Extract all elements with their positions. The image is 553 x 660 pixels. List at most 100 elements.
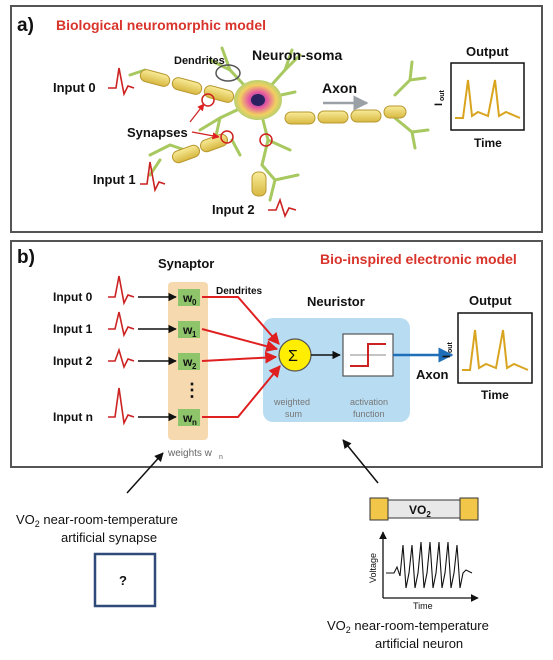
panel-a-title: Biological neuromorphic model (56, 17, 266, 33)
panel-b-label: b) (17, 247, 35, 268)
dendrite-arrows (201, 296, 281, 418)
weight-box (178, 353, 200, 370)
output-title: Output (469, 293, 512, 308)
input-spike-icon (140, 161, 166, 193)
axon-main-segments (284, 105, 407, 125)
synapse-circle (259, 133, 273, 147)
weight-box (178, 289, 200, 306)
input-spike-icon (108, 275, 135, 306)
axon-label: Axon (322, 80, 357, 96)
output-ylabel: I (441, 355, 453, 358)
input-label: Input 1 (53, 322, 93, 336)
weight-subscript: 2 (192, 362, 197, 371)
weight-symbol: w (182, 323, 193, 337)
dendrites-label: Dendrites (216, 286, 263, 297)
panel-a: a) Biological neuromorphic model (10, 5, 543, 233)
unknown-synapse-box (93, 552, 157, 608)
caption-subscript: 2 (35, 519, 40, 529)
weights: w 0 w 1 w 2 ⋮ w n (178, 289, 201, 427)
activation-label: function (353, 409, 385, 419)
output-frame (457, 312, 533, 384)
output-trace (455, 79, 521, 119)
output-title: Output (466, 44, 509, 59)
input-spike-icon (268, 197, 297, 219)
svg-text:VO2: VO2 (409, 503, 431, 519)
input-label: Input n (53, 410, 93, 424)
synapse-circle (220, 130, 234, 144)
caption-rest: near-room-temperature (40, 512, 178, 527)
voltage-ylabel: Voltage (368, 553, 378, 583)
dendrites-marker (215, 64, 241, 82)
output-xlabel: Time (474, 136, 502, 150)
caption-rest: near-room-temperature (351, 618, 489, 633)
input-spike-icon (108, 311, 135, 338)
input-spike-icon (108, 387, 135, 426)
panel-a-label: a) (17, 15, 34, 36)
input-spike-icon (108, 67, 135, 97)
soma-label: Neuron-soma (252, 47, 342, 63)
input-label: Input 2 (212, 202, 255, 217)
oscillation-trace (386, 541, 473, 589)
neuristor-label: Neuristor (307, 294, 365, 309)
unknown-mark: ? (119, 573, 127, 588)
input-label: Input 0 (53, 80, 96, 95)
device-label: VO (409, 503, 426, 517)
dendrites-label: Dendrites (174, 55, 225, 67)
time-xlabel: Time (413, 601, 433, 611)
nucleus (251, 94, 265, 106)
caption-subscript: 2 (346, 625, 351, 635)
weighted-sum-label: weighted (273, 397, 310, 407)
vo2-device: VO2 (369, 497, 479, 521)
caption-vo: VO (327, 618, 346, 633)
synapse-circle (201, 93, 215, 107)
output-frame (450, 62, 525, 131)
caption-line2: artificial synapse (61, 530, 157, 545)
synapse-caption: VO2 near-room-temperature artificial syn… (16, 512, 178, 545)
weight-subscript: 1 (192, 330, 197, 339)
weight-box (178, 321, 200, 338)
weights-label-sub: n (219, 454, 223, 461)
sigma-icon: Σ (288, 348, 298, 365)
weight-symbol: w (182, 411, 193, 425)
axon-left-segments (139, 69, 235, 103)
synapses-label: Synapses (127, 125, 188, 140)
panel-b: b) Bio-inspired electronic model Synapto… (10, 240, 543, 468)
ellipsis: ⋮ (183, 380, 201, 400)
neuron-caption: VO2 near-room-temperature artificial neu… (327, 618, 489, 651)
output-ylabel-sub: out (439, 89, 446, 101)
weighted-sum-label: sum (285, 409, 302, 419)
weights-label: weights w (167, 448, 213, 459)
activation-label: activation (350, 397, 388, 407)
neuron-pointer-arrow (342, 439, 379, 484)
caption-line2: artificial neuron (375, 636, 463, 651)
axon-label: Axon (416, 367, 449, 382)
input-label: Input 1 (93, 172, 136, 187)
weight-box (178, 409, 200, 426)
caption-vo: VO (16, 512, 35, 527)
device-pad-left (369, 497, 389, 521)
input-spike-icon (108, 347, 135, 370)
neuron-illustration (128, 46, 430, 202)
weight-subscript: 0 (192, 298, 197, 307)
output-trace (462, 329, 529, 371)
output-xlabel: Time (481, 388, 509, 402)
weight-symbol: w (182, 291, 193, 305)
output-plot-b: Output I out Time (441, 293, 533, 402)
input-label: Input 0 (53, 290, 93, 304)
output-plot-a: Output I out Time (433, 44, 525, 150)
panel-b-title: Bio-inspired electronic model (320, 251, 517, 267)
input-rows: Input 0 Input 1 Input 2 Input n (53, 275, 177, 426)
synapse-pointer-arrow (126, 452, 164, 494)
synaptor-label: Synaptor (158, 256, 214, 271)
weight-symbol: w (182, 355, 193, 369)
output-ylabel-sub: out (447, 341, 454, 353)
svg-text:VO2 near-room-temperature: VO2 near-room-temperature (16, 512, 178, 529)
voltage-plot: Voltage Time (368, 531, 479, 611)
weight-subscript: n (192, 418, 197, 427)
device-pad-right (459, 497, 479, 521)
step-function-icon (350, 343, 386, 367)
output-ylabel: I (433, 103, 445, 106)
input-label: Input 2 (53, 354, 93, 368)
svg-text:VO2 near-room-temperature: VO2 near-room-temperature (327, 618, 489, 635)
